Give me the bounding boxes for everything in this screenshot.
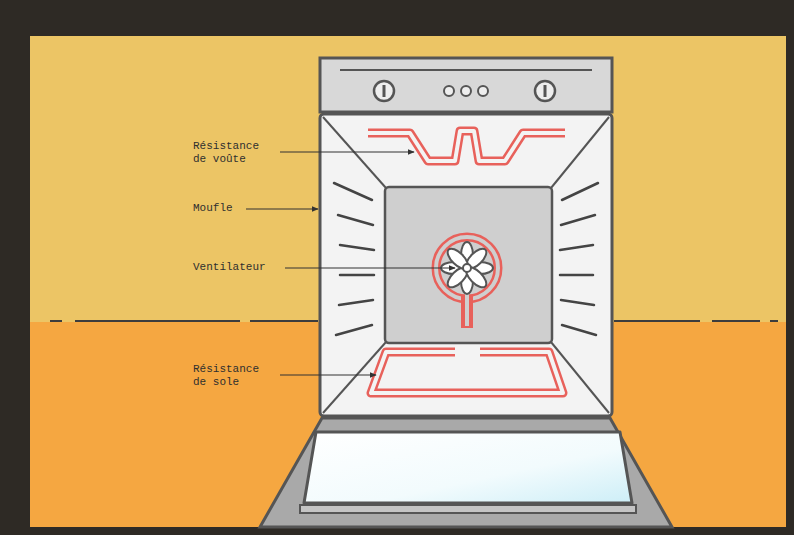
top-element bbox=[368, 131, 565, 161]
counter bbox=[30, 322, 786, 527]
part-label: Moufle bbox=[193, 202, 243, 215]
rack-rails bbox=[334, 183, 598, 335]
part-label: Résistance de voûte bbox=[193, 140, 269, 166]
bottom-element bbox=[371, 352, 563, 393]
oven-door bbox=[260, 418, 672, 527]
part-label: Résistance de sole bbox=[193, 363, 269, 389]
oven-cavity bbox=[320, 114, 612, 416]
part-label: Ventilateur bbox=[193, 261, 283, 274]
control-panel bbox=[320, 58, 612, 112]
fan-element bbox=[436, 237, 498, 328]
leader-lines bbox=[246, 152, 455, 375]
